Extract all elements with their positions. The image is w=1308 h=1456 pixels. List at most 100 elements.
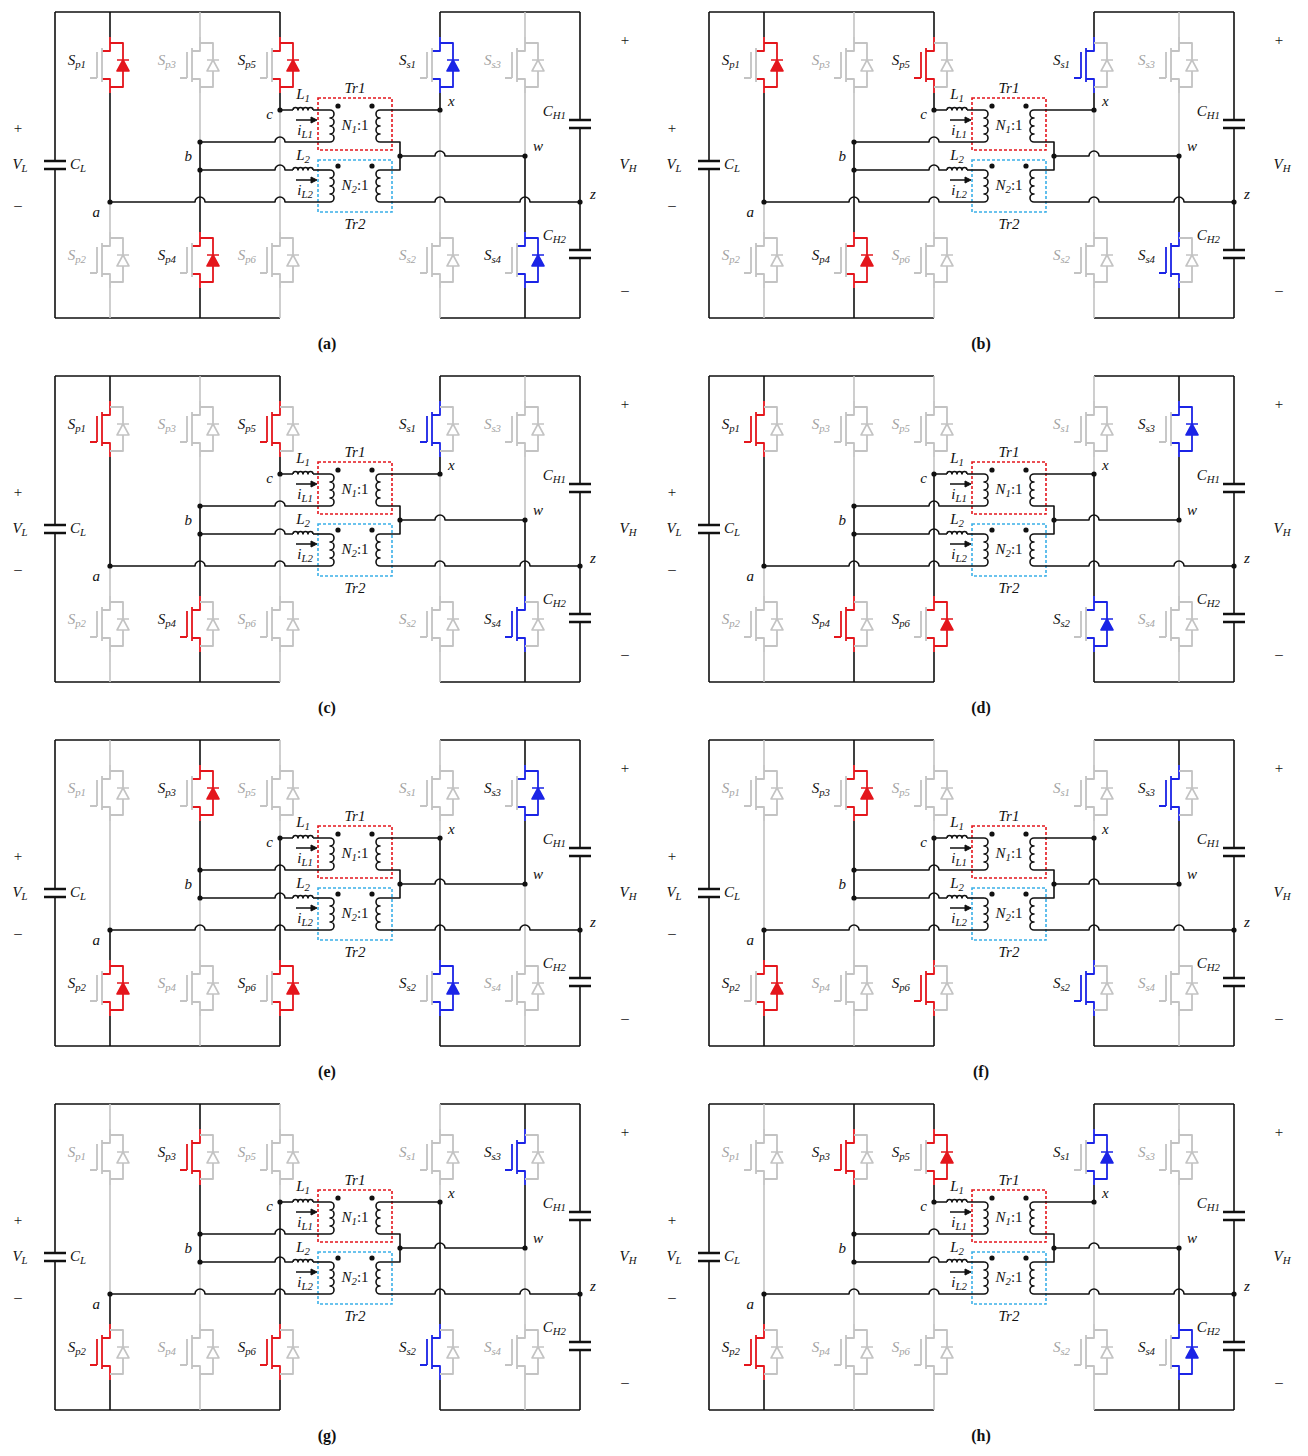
junction-dot xyxy=(197,1259,202,1264)
diode-symbol xyxy=(941,255,953,266)
switch-label: Sp3 xyxy=(812,1145,830,1162)
capacitor-symbol xyxy=(44,161,66,169)
mosfet-symbol xyxy=(914,971,926,1005)
panel-caption: (h) xyxy=(971,1428,991,1444)
diode-symbol xyxy=(207,788,219,799)
diode-symbol xyxy=(861,983,873,994)
diode-symbol xyxy=(117,60,129,71)
transformer-winding xyxy=(330,110,334,142)
junction-dot xyxy=(197,167,202,172)
switch-label: Sp5 xyxy=(892,1145,910,1162)
switch-label: Ss3 xyxy=(484,417,501,434)
mosfet-symbol xyxy=(1074,48,1086,82)
circuit-label: L1 xyxy=(950,815,964,832)
circuit-label: Tr2 xyxy=(345,1309,366,1324)
circuit-label: Tr2 xyxy=(999,581,1020,596)
diode-symbol xyxy=(771,1152,783,1163)
mosfet-lead xyxy=(272,596,280,652)
mosfet-symbol xyxy=(744,607,756,641)
diode-symbol xyxy=(532,1347,544,1358)
switch-label: Sp4 xyxy=(812,976,830,993)
diode-symbol xyxy=(1101,60,1113,71)
mosfet-symbol xyxy=(90,243,102,277)
mosfet-lead xyxy=(102,596,110,652)
current-arrow xyxy=(311,481,317,547)
diode-symbol xyxy=(117,255,129,266)
wire xyxy=(764,925,984,930)
diode-symbol xyxy=(771,424,783,435)
wire xyxy=(853,506,855,534)
mosfet-lead xyxy=(517,401,525,457)
wire xyxy=(764,561,984,566)
wire xyxy=(200,529,293,534)
wire xyxy=(1034,1234,1054,1262)
wire xyxy=(110,197,330,202)
mosfet-symbol xyxy=(420,1140,432,1174)
circuit-label: CH2 xyxy=(543,592,566,609)
wire xyxy=(1034,837,1094,839)
junction-dot xyxy=(197,503,202,508)
junction-dot xyxy=(989,1255,994,1260)
junction-dot xyxy=(761,1291,766,1296)
mosfet-symbol xyxy=(420,243,432,277)
diode-symbol xyxy=(117,1152,129,1163)
mosfet-lead xyxy=(846,960,854,1016)
switch-label: Sp3 xyxy=(158,417,176,434)
circuit-label: w xyxy=(533,1231,543,1246)
capacitor-symbol xyxy=(698,889,720,897)
diode-symbol xyxy=(447,1347,459,1358)
circuit-label: x xyxy=(448,458,455,473)
mosfet-lead xyxy=(846,1324,854,1380)
mosfet-lead xyxy=(432,401,440,457)
circuit-label: Tr1 xyxy=(999,81,1020,96)
circuit-label: CL xyxy=(70,521,86,538)
wire xyxy=(579,12,581,318)
circuit-label: + xyxy=(14,1213,22,1228)
inductor-symbol xyxy=(293,108,313,111)
wire xyxy=(853,376,855,506)
switch-label: Ss4 xyxy=(1138,976,1155,993)
mosfet-lead xyxy=(1086,232,1094,288)
mosfet-symbol xyxy=(505,243,517,277)
circuit-label: Tr2 xyxy=(999,945,1020,960)
diode-symbol xyxy=(447,255,459,266)
circuit-label: VH xyxy=(1274,521,1291,538)
mosfet-symbol xyxy=(1159,971,1171,1005)
capacitor-symbol xyxy=(569,120,591,258)
diode-symbol xyxy=(117,619,129,630)
wire xyxy=(54,376,56,682)
junction-dot xyxy=(335,163,340,168)
wire xyxy=(1093,12,1095,110)
mosfet-lead xyxy=(1086,960,1094,1016)
mosfet-symbol xyxy=(260,607,272,641)
junction-dot xyxy=(369,1195,374,1200)
circuit-label: N1:1 xyxy=(341,1210,368,1227)
wire xyxy=(1233,740,1235,1046)
mosfet-lead xyxy=(1171,401,1179,457)
inductor-symbol xyxy=(293,1200,313,1203)
circuit-label: VL xyxy=(12,157,27,174)
mosfet-lead xyxy=(102,401,110,457)
circuit-label: c xyxy=(920,835,927,850)
circuit-label: + xyxy=(14,485,22,500)
circuit-label: CL xyxy=(70,1249,86,1266)
circuit-label: L2 xyxy=(950,512,964,529)
circuit-label: VH xyxy=(1274,1249,1291,1266)
mosfet-lead xyxy=(1171,1324,1179,1380)
junction-dot xyxy=(335,1195,340,1200)
switch-label: Ss4 xyxy=(484,1340,501,1357)
circuit-label: x xyxy=(448,1186,455,1201)
junction-dot xyxy=(1231,1291,1236,1296)
mosfet-lead xyxy=(1171,960,1179,1016)
circuit-label: + xyxy=(621,761,629,776)
circuit-label: Tr2 xyxy=(999,217,1020,232)
wire xyxy=(200,893,293,898)
current-arrow xyxy=(311,845,317,911)
junction-dot xyxy=(1023,1195,1028,1200)
wire xyxy=(853,870,855,898)
circuit-label: a xyxy=(747,1297,755,1312)
circuit-panel xyxy=(698,740,1245,1046)
mosfet-lead xyxy=(1171,765,1179,821)
circuit-label: CH1 xyxy=(1197,468,1220,485)
inductor-symbol xyxy=(947,1200,967,1203)
